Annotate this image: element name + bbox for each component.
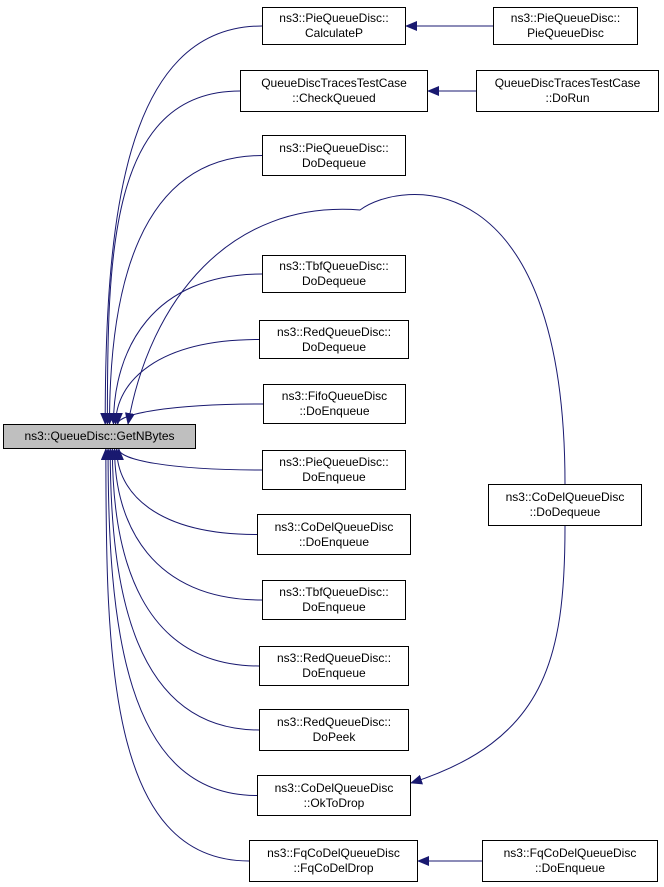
node-label-line: ::DoEnqueue: [298, 534, 370, 549]
node-label-line: ns3::QueueDisc::GetNBytes: [24, 429, 175, 443]
node-label-line: ns3::TbfQueueDisc::: [279, 585, 389, 599]
edge-pie_calculatep-to-root: [100, 25, 263, 425]
node-label-line: CalculateP: [304, 26, 364, 40]
edge-codel_dodequeue-to-root: [125, 194, 566, 485]
node-label-line: DoDequeue: [301, 155, 367, 170]
node-label-line: DoDequeue: [301, 339, 367, 354]
edge-codel_dodequeue-to-codel_oktodrop: [410, 525, 566, 785]
node-label-line: DoPeek: [312, 730, 356, 744]
node-pie-calculatep[interactable]: ns3::PieQueueDisc::CalculateP: [262, 7, 406, 45]
node-label-line: ::FqCoDelDrop: [293, 861, 374, 875]
node-label-line: DoDequeue: [301, 274, 367, 288]
node-label-line: DoEnqueue: [302, 600, 366, 614]
node-red-dodequeue[interactable]: ns3::RedQueueDisc::DoDequeue: [259, 320, 409, 359]
node-label-line: ::DoEnqueue: [534, 861, 606, 875]
edge-codel_oktodrop-to-root: [103, 448, 258, 796]
edge-tbf_dodequeue-to-root: [108, 273, 263, 425]
node-label-line: PieQueueDisc: [527, 26, 604, 40]
node-label-line: ::DoDequeue: [529, 505, 601, 519]
node-label-line: ns3::RedQueueDisc::: [276, 324, 392, 339]
node-label-line: ns3::CoDelQueueDisc: [274, 780, 394, 795]
node-label-line: ns3::PieQueueDisc::: [279, 140, 389, 155]
edge-fqcodel_fqcodeldrop-to-root: [100, 448, 250, 862]
edge-codel_doenqueue-to-root: [111, 448, 258, 535]
node-label-line: ::DoEnqueue: [299, 404, 370, 418]
node-codel-dodequeue[interactable]: ns3::CoDelQueueDisc::DoDequeue: [488, 484, 642, 526]
node-traces-dorun[interactable]: QueueDiscTracesTestCase::DoRun: [476, 70, 659, 112]
node-label-line: ns3::TbfQueueDisc::: [279, 259, 389, 273]
node-root[interactable]: ns3::QueueDisc::GetNBytes: [3, 424, 196, 449]
node-label-line: ns3::FifoQueueDisc: [281, 389, 388, 403]
node-pie-doenqueue[interactable]: ns3::PieQueueDisc::DoEnqueue: [262, 450, 406, 490]
node-label-line: ns3::CoDelQueueDisc: [505, 490, 625, 504]
node-label-line: ::CheckQueued: [292, 91, 376, 105]
node-label-line: ns3::PieQueueDisc::: [279, 11, 389, 25]
node-label-line: DoEnqueue: [302, 470, 366, 484]
node-red-doenqueue[interactable]: ns3::RedQueueDisc::DoEnqueue: [259, 646, 409, 686]
node-pie-ctor[interactable]: ns3::PieQueueDisc::PieQueueDisc: [493, 7, 638, 45]
node-traces-checkqueued[interactable]: QueueDiscTracesTestCase::CheckQueued: [240, 70, 428, 112]
node-label-line: ns3::RedQueueDisc::: [276, 715, 392, 729]
node-label-line: ns3::PieQueueDisc::: [510, 11, 621, 25]
node-label-line: ns3::CoDelQueueDisc: [274, 519, 394, 534]
node-fifo-doenqueue[interactable]: ns3::FifoQueueDisc::DoEnqueue: [263, 384, 406, 424]
edge-traces_checkqueued-to-root: [102, 90, 241, 425]
node-label-line: DoEnqueue: [302, 666, 366, 680]
edge-red_doenqueue-to-root: [107, 448, 260, 667]
edge-pie_dodequeue-to-root: [104, 155, 263, 425]
node-label-line: ::DoRun: [545, 91, 590, 105]
node-fqcodel-doenqueue[interactable]: ns3::FqCoDelQueueDisc::DoEnqueue: [482, 840, 658, 882]
node-codel-oktodrop[interactable]: ns3::CoDelQueueDisc::OkToDrop: [257, 775, 411, 816]
node-red-dopeek[interactable]: ns3::RedQueueDisc::DoPeek: [259, 709, 409, 751]
edge-red_dopeek-to-root: [105, 448, 260, 731]
node-label-line: ns3::PieQueueDisc::: [279, 455, 389, 469]
edge-pie_doenqueue-to-root: [113, 448, 263, 471]
node-label-line: QueueDiscTracesTestCase: [494, 76, 641, 90]
node-tbf-doenqueue[interactable]: ns3::TbfQueueDisc::DoEnqueue: [262, 580, 406, 620]
node-label-line: ::OkToDrop: [303, 795, 365, 810]
node-fqcodel-fqcodeldrop[interactable]: ns3::FqCoDelQueueDisc::FqCoDelDrop: [249, 840, 418, 882]
node-label-line: ns3::FqCoDelQueueDisc: [267, 846, 400, 860]
node-codel-doenqueue[interactable]: ns3::CoDelQueueDisc::DoEnqueue: [257, 514, 411, 555]
node-label-line: ns3::FqCoDelQueueDisc: [503, 846, 637, 860]
node-label-line: ns3::RedQueueDisc::: [276, 651, 392, 665]
node-tbf-dodequeue[interactable]: ns3::TbfQueueDisc::DoDequeue: [262, 255, 406, 293]
edge-tbf_doenqueue-to-root: [109, 448, 263, 601]
node-label-line: QueueDiscTracesTestCase: [261, 76, 407, 90]
node-pie-dodequeue[interactable]: ns3::PieQueueDisc::DoDequeue: [262, 135, 406, 176]
edge-fifo_doenqueue-to-root: [112, 403, 264, 425]
edge-red_dodequeue-to-root: [110, 339, 260, 425]
